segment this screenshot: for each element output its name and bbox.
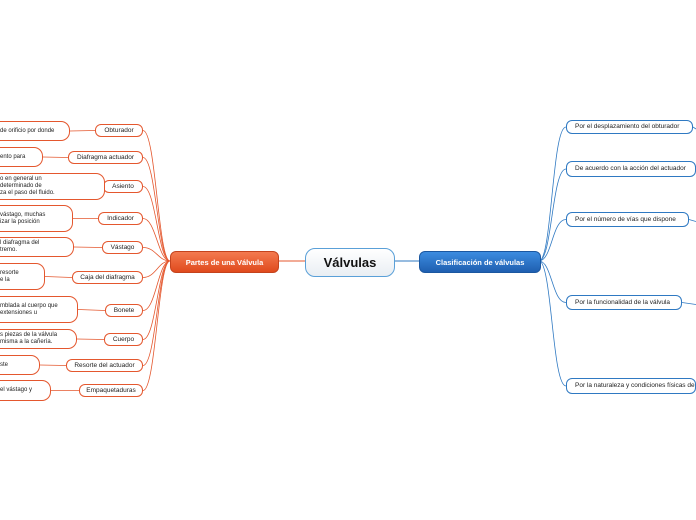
part-description[interactable]: resorte e la [0,263,45,290]
part-label[interactable]: Cuerpo [104,333,143,346]
main-topic-clasificacion[interactable]: Clasificación de válvulas [419,251,541,273]
part-label[interactable]: Asiento [103,180,143,193]
main-topic-partes[interactable]: Partes de una Válvula [170,251,279,273]
part-label[interactable]: Resorte del actuador [66,359,143,372]
part-label[interactable]: Obturador [95,124,143,137]
part-label[interactable]: Diafragma actuador [68,151,143,164]
part-label[interactable]: Caja del diafragma [72,271,143,284]
part-description[interactable]: el vástago y [0,380,51,401]
part-label[interactable]: Vástago [102,241,143,254]
classification-item[interactable]: Por el número de vías que dispone [566,212,689,227]
part-description[interactable]: s piezas de la válvula misma a la cañerí… [0,329,77,349]
classification-item[interactable]: Por el desplazamiento del obturador [566,120,693,134]
part-label[interactable]: Indicador [98,212,143,225]
part-description[interactable]: ste [0,355,40,375]
part-description[interactable]: mblada al cuerpo que extensiones u [0,296,78,323]
part-description[interactable]: l diafragma del tremo. [0,237,74,257]
part-label[interactable]: Bonete [105,304,143,317]
part-description[interactable]: ento para [0,147,43,167]
classification-item[interactable]: Por la funcionalidad de la válvula [566,295,682,310]
part-description[interactable]: de orificio por donde [0,121,70,141]
part-description[interactable]: vástago, muchas izar la posición [0,205,73,232]
central-topic[interactable]: Válvulas [305,248,395,277]
part-description[interactable]: o en general un determinado de za el pas… [0,173,105,200]
classification-item[interactable]: Por la naturaleza y condiciones físicas … [566,378,696,394]
classification-item[interactable]: De acuerdo con la acción del actuador [566,161,696,177]
part-label[interactable]: Empaquetaduras [79,384,143,397]
